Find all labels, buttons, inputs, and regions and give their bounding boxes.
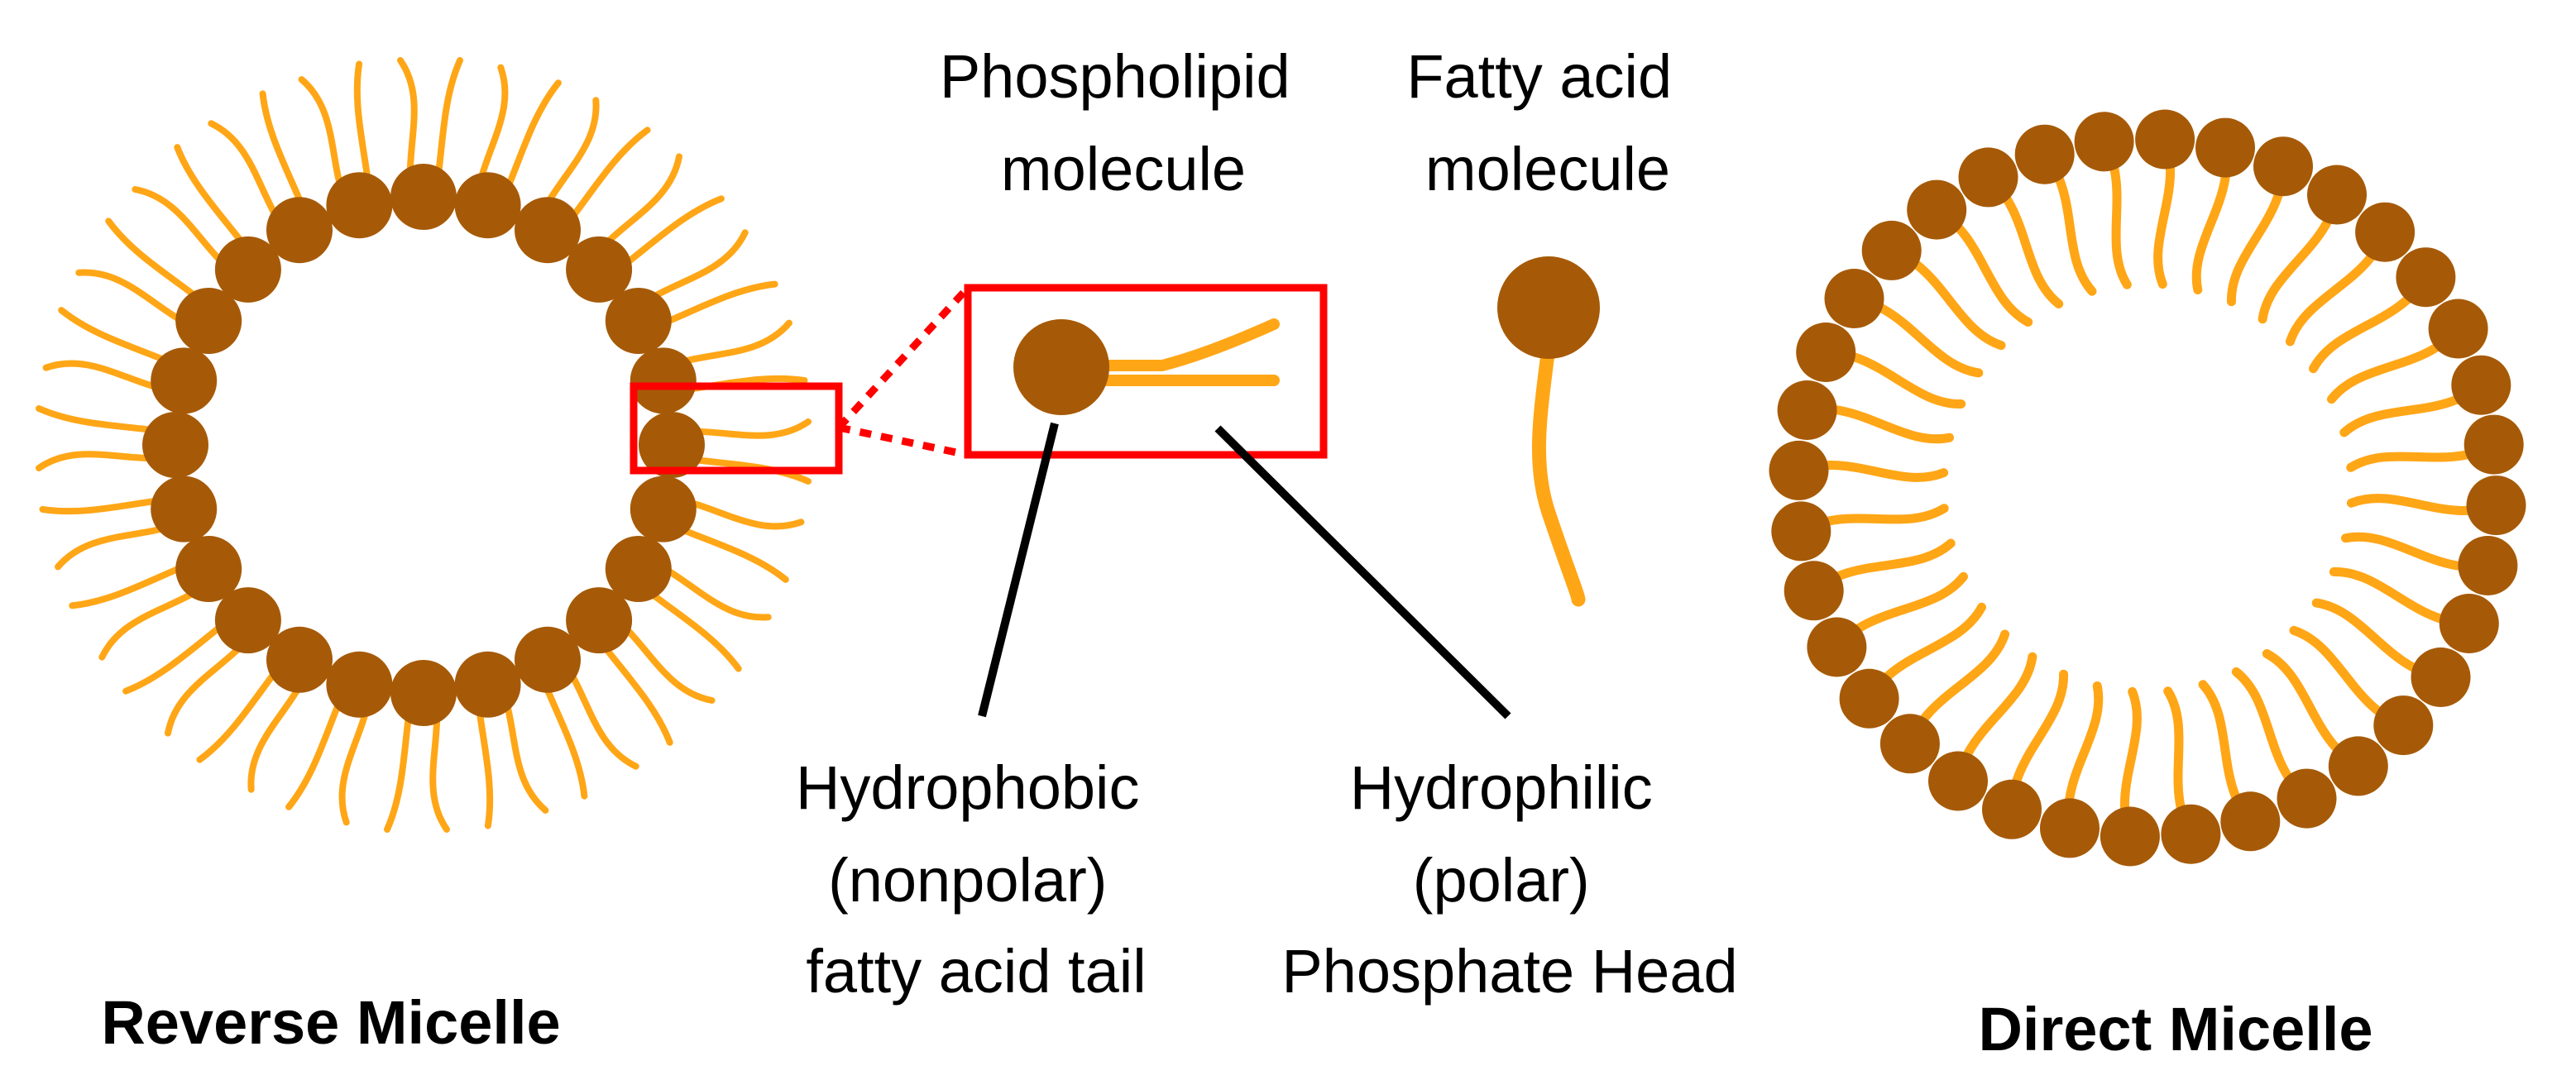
hydrophilic-label-line-3: Phosphate Head bbox=[1281, 937, 1737, 1006]
reverse-micelle-head-0 bbox=[639, 412, 705, 478]
reverse-micelle-heads bbox=[142, 164, 705, 726]
direct-micelle-head-9 bbox=[2100, 806, 2160, 867]
direct-micelle-head-25 bbox=[2014, 124, 2075, 184]
reverse-micelle-head-19 bbox=[454, 172, 521, 239]
direct-micelle-head-11 bbox=[1982, 779, 2042, 839]
highlight-box-large bbox=[964, 284, 1328, 459]
direct-micelle-head-23 bbox=[1907, 179, 1967, 240]
direct-micelle-head-22 bbox=[1861, 220, 1922, 280]
reverse-micelle-head-9 bbox=[214, 587, 281, 654]
hydrophobic-label: Hydrophobic (nonpolar) fatty acid tail bbox=[796, 753, 1156, 1006]
direct-micelle-head-24 bbox=[1958, 147, 2018, 208]
fatty-acid-label-line-2: molecule bbox=[1425, 135, 1670, 203]
callout-dotted-line-top bbox=[836, 284, 971, 431]
reverse-micelle-head-23 bbox=[630, 347, 697, 414]
direct-micelle-head-6 bbox=[2277, 768, 2337, 829]
fatty-acid-head bbox=[1497, 256, 1600, 359]
direct-micelle-head-35 bbox=[2463, 414, 2524, 475]
reverse-micelle-head-2 bbox=[605, 536, 672, 602]
reverse-micelle-head-16 bbox=[266, 197, 333, 264]
pointer-hydrophobic bbox=[978, 422, 1059, 718]
phospholipid-tail-upper bbox=[1053, 318, 1280, 371]
reverse-micelle-head-3 bbox=[566, 587, 633, 654]
reverse-micelle-head-5 bbox=[454, 651, 521, 718]
reverse-micelle-head-11 bbox=[151, 475, 218, 542]
phospholipid-label-line-2: molecule bbox=[1001, 135, 1246, 203]
direct-micelle-head-29 bbox=[2253, 136, 2313, 197]
direct-micelle-head-21 bbox=[1824, 269, 1884, 328]
reverse-micelle-head-13 bbox=[151, 347, 218, 414]
direct-micelle-head-13 bbox=[1879, 714, 1940, 774]
callout-dotted-line-bottom bbox=[838, 423, 969, 459]
hydrophilic-label-line-1: Hydrophilic bbox=[1350, 753, 1653, 822]
direct-micelle bbox=[1769, 109, 2526, 867]
reverse-micelle-head-10 bbox=[175, 536, 242, 602]
zoom-callout bbox=[630, 284, 1328, 475]
direct-micelle-head-2 bbox=[2439, 594, 2499, 653]
reverse-micelle-head-4 bbox=[515, 626, 581, 693]
direct-micelle-heads bbox=[1769, 109, 2526, 867]
fatty-acid-label-line-1: Fatty acid bbox=[1406, 42, 1672, 111]
direct-micelle-head-20 bbox=[1796, 323, 1856, 382]
reverse-micelle-head-18 bbox=[390, 164, 457, 230]
direct-micelle-head-4 bbox=[2373, 695, 2434, 756]
hydrophobic-label-line-3: fatty acid tail bbox=[806, 937, 1146, 1006]
reverse-micelle-label: Reverse Micelle bbox=[101, 988, 560, 1057]
hydrophilic-label: Hydrophilic (polar) Phosphate Head bbox=[1281, 753, 1737, 1006]
direct-micelle-head-0 bbox=[2466, 475, 2526, 536]
direct-micelle-head-1 bbox=[2458, 536, 2518, 595]
direct-micelle-head-17 bbox=[1771, 501, 1831, 562]
direct-micelle-head-7 bbox=[2220, 791, 2281, 852]
reverse-micelle-head-12 bbox=[142, 412, 208, 478]
direct-micelle-head-8 bbox=[2161, 804, 2221, 864]
reverse-micelle-head-15 bbox=[214, 236, 281, 303]
hydrophilic-label-line-2: (polar) bbox=[1413, 846, 1590, 915]
direct-micelle-head-14 bbox=[1839, 668, 1899, 729]
direct-micelle-head-12 bbox=[1928, 751, 1988, 811]
fatty-acid-molecule bbox=[1497, 256, 1600, 607]
direct-micelle-head-5 bbox=[2328, 736, 2388, 796]
reverse-micelle-head-6 bbox=[390, 660, 457, 726]
direct-micelle-head-30 bbox=[2307, 165, 2367, 225]
direct-micelle-head-33 bbox=[2428, 299, 2488, 359]
direct-micelle-head-34 bbox=[2451, 355, 2511, 415]
reverse-micelle-head-20 bbox=[515, 197, 581, 264]
reverse-micelle-head-17 bbox=[326, 172, 393, 239]
fatty-acid-tail bbox=[1531, 340, 1586, 607]
phospholipid-label-line-1: Phospholipid bbox=[940, 42, 1290, 111]
direct-micelle-head-10 bbox=[2040, 798, 2100, 858]
direct-micelle-head-32 bbox=[2396, 247, 2456, 308]
direct-micelle-head-31 bbox=[2355, 202, 2416, 262]
direct-micelle-head-19 bbox=[1777, 380, 1837, 440]
direct-micelle-head-28 bbox=[2195, 117, 2255, 178]
reverse-micelle-head-7 bbox=[326, 651, 393, 718]
reverse-micelle-head-1 bbox=[630, 475, 697, 542]
phospholipid-molecule bbox=[1013, 318, 1280, 415]
reverse-micelle-head-22 bbox=[605, 288, 672, 354]
direct-micelle-head-27 bbox=[2135, 109, 2195, 170]
direct-micelle-head-26 bbox=[2074, 112, 2134, 172]
reverse-micelle-head-8 bbox=[266, 626, 333, 693]
direct-micelle-head-15 bbox=[1807, 617, 1867, 677]
pointer-hydrophilic bbox=[1214, 425, 1511, 719]
phospholipid-label: Phospholipid molecule bbox=[940, 42, 1307, 203]
direct-micelle-head-16 bbox=[1784, 561, 1844, 621]
hydrophobic-label-line-2: (nonpolar) bbox=[828, 846, 1107, 915]
direct-micelle-head-3 bbox=[2411, 648, 2471, 707]
hydrophobic-label-line-1: Hydrophobic bbox=[796, 753, 1139, 822]
fatty-acid-label: Fatty acid molecule bbox=[1406, 42, 1688, 203]
reverse-micelle bbox=[36, 57, 812, 833]
direct-micelle-head-18 bbox=[1769, 440, 1829, 500]
reverse-micelle-head-21 bbox=[566, 236, 633, 303]
phospholipid-head bbox=[1013, 319, 1109, 415]
direct-micelle-label: Direct Micelle bbox=[1978, 995, 2373, 1063]
reverse-micelle-head-14 bbox=[175, 288, 242, 354]
